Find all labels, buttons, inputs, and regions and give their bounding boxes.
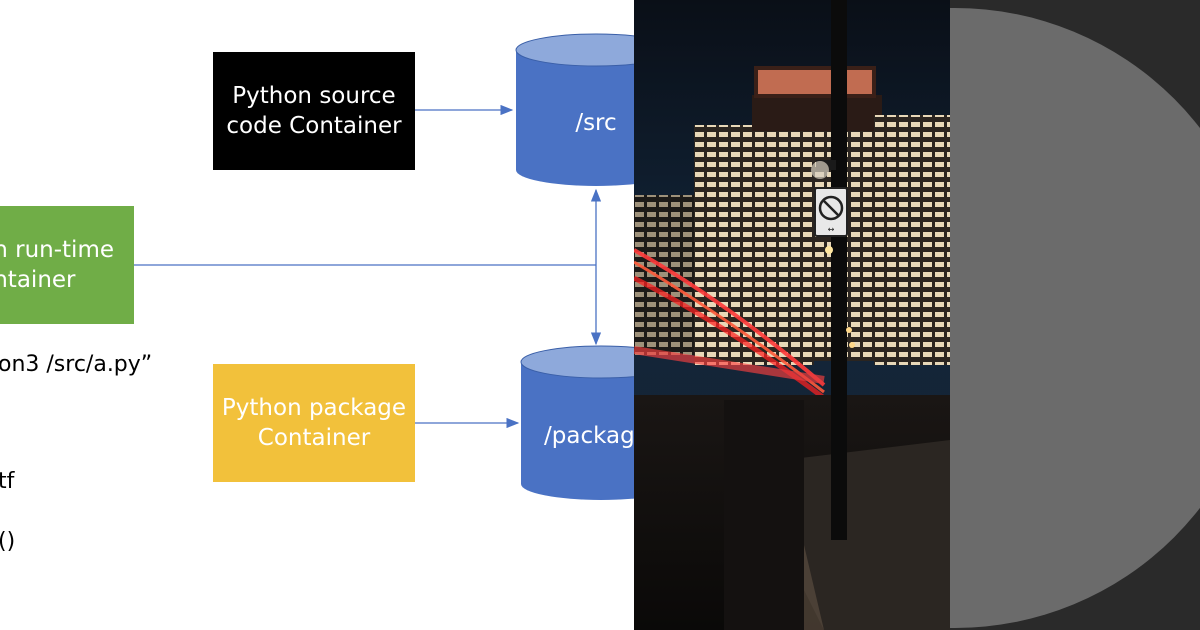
python-source-container-box: Python source code Container	[213, 52, 415, 170]
gray-circle-shape	[950, 0, 1200, 630]
no-stopping-sign-icon: ↔	[814, 187, 848, 237]
lamp-post	[831, 0, 847, 540]
package-volume-cylinder	[520, 345, 634, 500]
night-city-street-photo: ↔	[634, 0, 950, 630]
src-volume-cylinder	[515, 33, 634, 186]
left-building	[634, 195, 704, 355]
tower-top	[752, 95, 882, 131]
diagram-panel: /src /packag Python source code Containe…	[0, 33, 634, 554]
package-volume-label: /packag	[544, 423, 634, 449]
python-source-container-label: Python source code Container	[226, 83, 402, 139]
light-trails	[634, 248, 826, 421]
code-line-run-command: on3 /src/a.py”	[0, 352, 153, 377]
code-line-import: tf	[0, 469, 15, 494]
src-volume-label: /src	[575, 110, 616, 136]
connector-lines: /src /packag	[134, 33, 634, 500]
python-package-container-label: Python package Container	[221, 395, 407, 451]
code-line-call: ()	[0, 529, 16, 554]
python-runtime-container-box: n run-time ntainer	[0, 206, 134, 324]
wall-block	[724, 400, 804, 630]
python-package-container-box: Python package Container	[213, 364, 415, 482]
svg-text:↔: ↔	[828, 225, 835, 234]
python-runtime-container-label: n run-time ntainer	[0, 237, 114, 293]
right-building	[874, 115, 950, 365]
night-city-photo: ↔	[634, 0, 950, 630]
gray-circle-panel	[950, 0, 1200, 630]
